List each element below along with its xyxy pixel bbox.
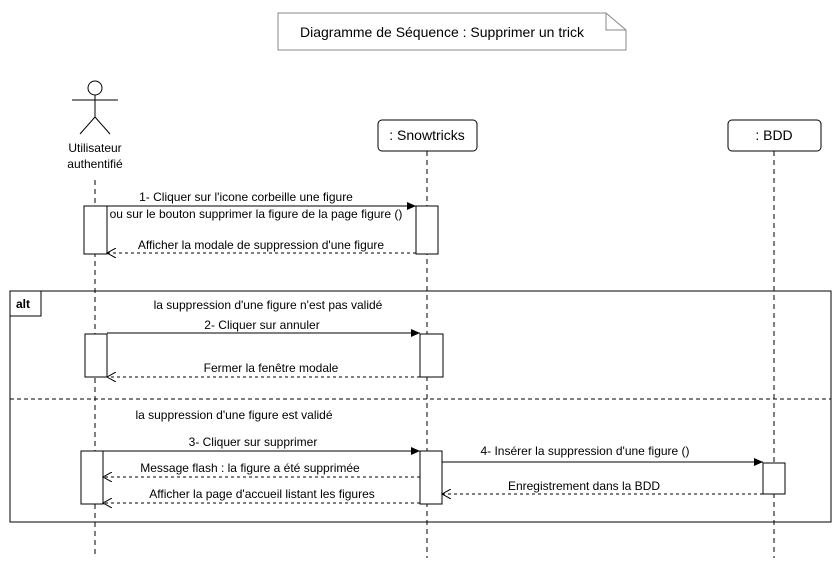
- message-1-label-line1: 1- Cliquer sur l'icone corbeille une fig…: [139, 190, 353, 204]
- message-2-return-label: Fermer la fenêtre modale: [204, 361, 339, 375]
- message-1-label-line2: ou sur le bouton supprimer la figure de …: [110, 207, 403, 221]
- message-3-return-label: Afficher la page d'accueil listant les f…: [149, 487, 375, 501]
- actor-label-line2: authentifié: [67, 157, 123, 171]
- activation-bdd-1: [762, 462, 786, 495]
- alt-operator-label: alt: [16, 297, 30, 311]
- activation-snowtricks-1: [415, 205, 439, 255]
- alt-guard-1: la suppression d'une figure n'est pas va…: [154, 298, 383, 312]
- message-4-label: 4- Insérer la suppression d'une figure (…: [480, 444, 689, 458]
- activation-user-3: [80, 450, 104, 505]
- title-note: Diagramme de Séquence : Supprimer un tri…: [277, 12, 627, 51]
- message-3-label: 3- Cliquer sur supprimer: [189, 435, 318, 449]
- activation-user-2: [84, 333, 108, 378]
- alt-fragment: alt la suppression d'une figure n'est pa…: [9, 290, 832, 523]
- message-3-flash-label: Message flash : la figure a été supprimé…: [140, 461, 360, 475]
- lifeline-bdd-label: : BDD: [755, 127, 792, 143]
- message-4-return-label: Enregistrement dans la BDD: [508, 479, 660, 493]
- activation-snowtricks-3: [419, 450, 443, 505]
- lifeline-snowtricks-head: : Snowtricks: [377, 119, 478, 152]
- alt-guard-2: la suppression d'une figure est validé: [135, 408, 332, 422]
- message-1-return-label: Afficher la modale de suppression d'une …: [138, 238, 385, 252]
- activation-user-1: [83, 205, 108, 255]
- actor-user: Utilisateur authentifié: [67, 80, 123, 171]
- actor-head-icon: [87, 80, 103, 96]
- lifeline-bdd-head: : BDD: [727, 119, 822, 152]
- actor-label-line1: Utilisateur: [68, 141, 121, 155]
- lifeline-snowtricks-label: : Snowtricks: [389, 127, 464, 143]
- activation-snowtricks-2: [419, 333, 444, 378]
- diagram-title: Diagramme de Séquence : Supprimer un tri…: [300, 24, 585, 40]
- message-2-label: 2- Cliquer sur annuler: [204, 318, 319, 332]
